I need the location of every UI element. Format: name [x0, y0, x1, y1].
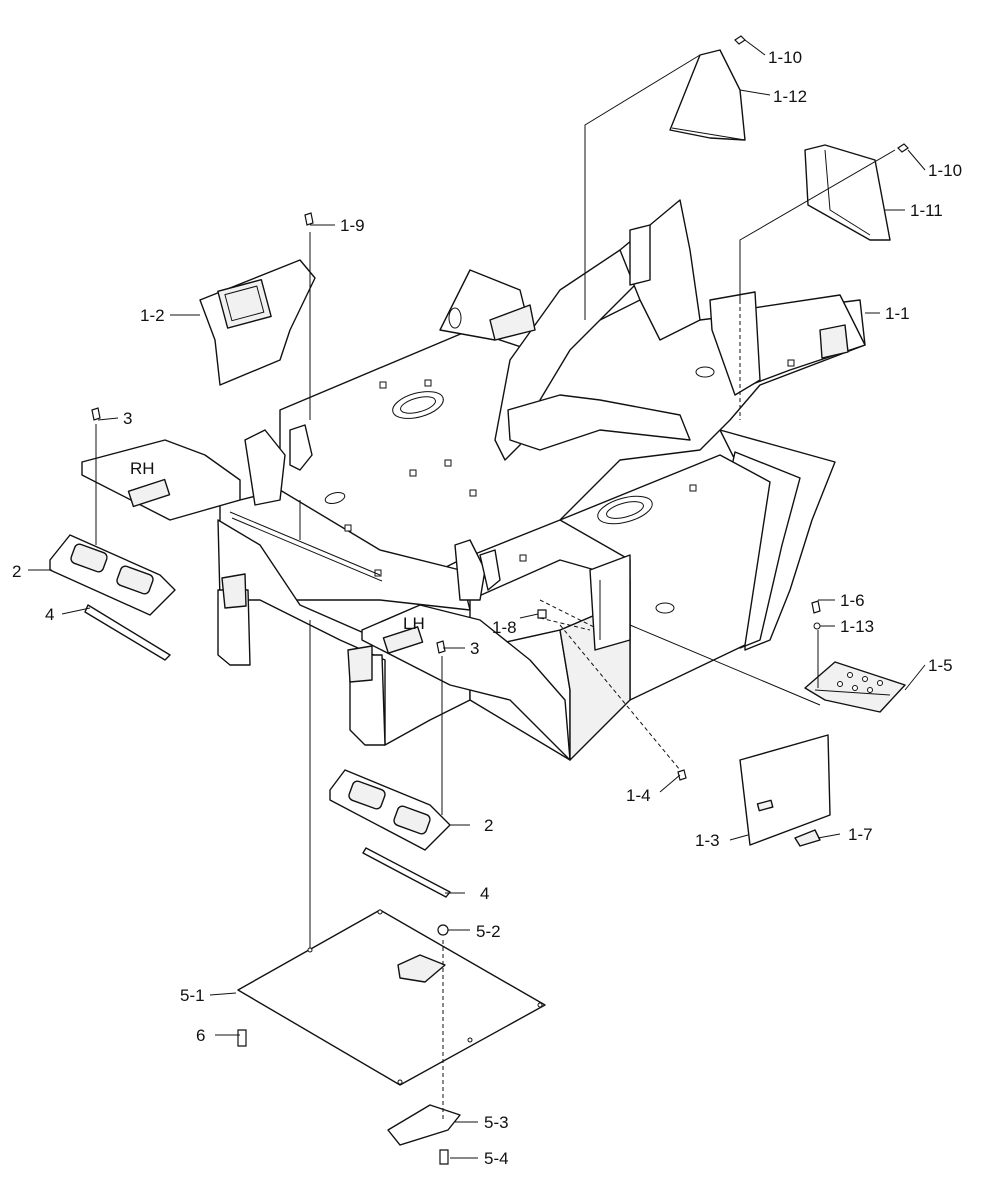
callout-5-2: 5-2: [476, 922, 501, 941]
part-5-3-cover: [387, 1104, 461, 1146]
callout-3-lh: 3: [470, 639, 479, 658]
callout-5-1: 5-1: [180, 986, 205, 1005]
callout-4-lh: 4: [480, 884, 489, 903]
callout-1-4: 1-4: [626, 786, 651, 805]
callout-2-rh: 2: [12, 562, 21, 581]
leader-lines: [28, 39, 926, 1159]
callout-1-13: 1-13: [840, 617, 874, 636]
callout-1-2: 1-2: [140, 306, 165, 325]
part-5-1-bottom-plate: [237, 909, 546, 1086]
part-2-step-rh: [49, 534, 176, 661]
callout-1-3: 1-3: [695, 831, 720, 850]
callout-1-10-top: 1-10: [768, 48, 802, 67]
callout-1-7: 1-7: [848, 825, 873, 844]
callout-3-rh: 3: [123, 409, 132, 428]
callout-1-1: 1-1: [885, 304, 910, 323]
part-1-5-grate: [804, 600, 906, 713]
fasteners: [91, 407, 547, 1165]
main-frame: [81, 199, 866, 761]
callout-5-3: 5-3: [484, 1113, 509, 1132]
callout-1-11: 1-11: [910, 201, 943, 220]
callout-1-8: 1-8: [492, 618, 517, 637]
part-1-11-cover: [804, 143, 909, 241]
callout-1-12: 1-12: [773, 87, 807, 106]
callout-2-lh: 2: [484, 816, 493, 835]
callout-1-9: 1-9: [340, 216, 365, 235]
part-1-2-cover-plate: [199, 212, 316, 386]
part-1-3-side-panel: [677, 734, 831, 847]
callout-1-5: 1-5: [928, 656, 953, 675]
callout-5-4: 5-4: [484, 1149, 509, 1168]
callout-6: 6: [196, 1026, 205, 1045]
part-1-12-cover: [669, 35, 746, 141]
callout-1-10-right: 1-10: [928, 161, 962, 180]
callout-4-rh: 4: [45, 605, 54, 624]
label-rh: RH: [130, 459, 155, 478]
part-2-step-lh: [329, 769, 451, 898]
callout-1-6: 1-6: [840, 591, 865, 610]
label-lh: LH: [403, 614, 425, 633]
